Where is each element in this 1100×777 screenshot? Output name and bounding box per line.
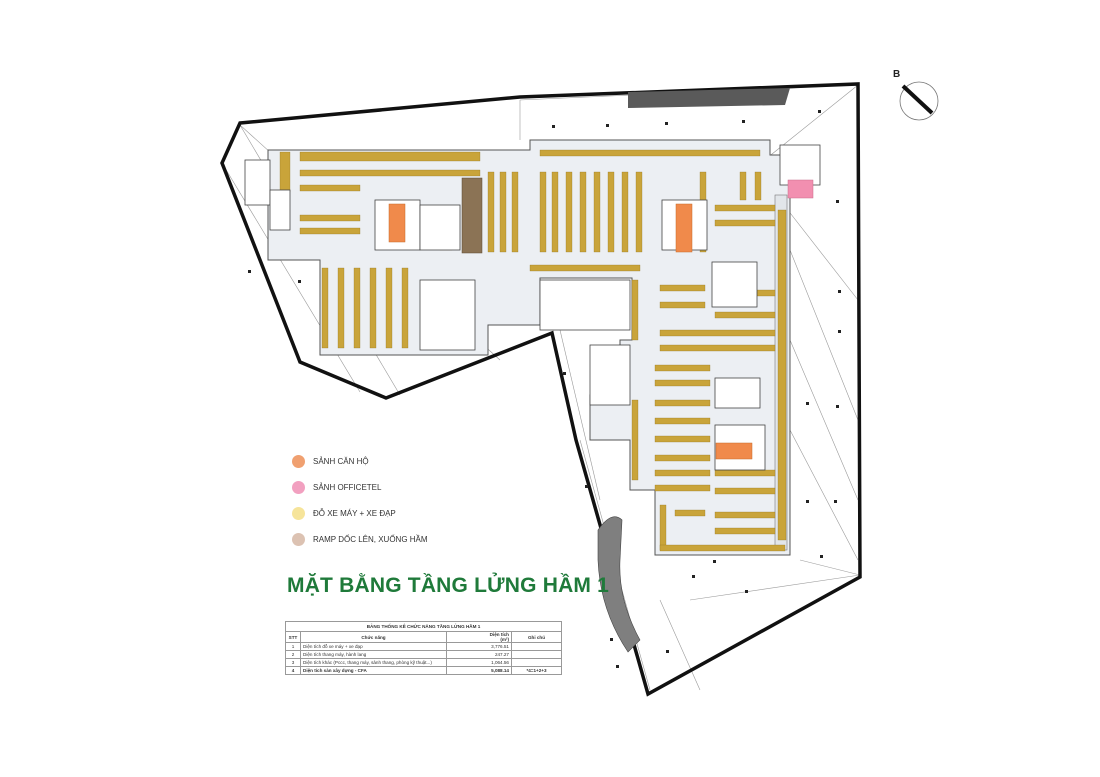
compass-label: B [893,69,901,80]
curved-ramp [597,516,641,653]
row-area: 1,064.56 [446,658,512,667]
legend-item-officetel-lobby: SẢNH OFFICETEL [292,478,492,496]
total-area: 5,088.14 [446,666,512,675]
header-area-unit: (m²) [500,637,509,642]
cores [244,144,821,471]
apartment-lobby-2 [675,203,693,253]
row-stt: 1 [285,642,301,651]
legend-label: ĐỖ XE MÁY + XE ĐẠP [313,508,396,518]
legend-item-apartment-lobby: SẢNH CĂN HỘ [292,452,492,470]
row-area: 247.27 [446,650,512,659]
legend-label: SẢNH OFFICETEL [313,482,382,492]
row-note [511,650,562,659]
legend-swatch-officetel-lobby [292,480,305,494]
legend: SẢNH CĂN HỘ SẢNH OFFICETEL ĐỖ XE MÁY + X… [292,452,492,556]
top-hatch [628,88,790,108]
plan-title: MẶT BẰNG TẦNG LỬNG HẦM 1 [287,574,610,597]
row-note [511,658,562,667]
total-function: Diện tích sàn xây dựng - CFA [300,666,447,675]
total-note: *4=1+2+3 [511,666,562,675]
apartment-lobby-3 [715,442,753,460]
header-area: Diện tích (m²) [446,631,512,643]
row-function: Diện tích thang máy, hành lang [300,650,447,659]
row-note [511,642,562,651]
legend-label: SẢNH CĂN HỘ [313,456,369,466]
table-row: 2 Diện tích thang máy, hành lang 247.27 [285,650,562,659]
header-note: Ghi chú [511,631,562,643]
row-function: Diện tích khác (Pccc, thang máy, sảnh th… [300,658,447,667]
header-area-label: Diện tích [489,632,509,638]
legend-item-motorbike-parking: ĐỖ XE MÁY + XE ĐẠP [292,504,492,522]
stats-table: BẢNG THỐNG KÊ CHỨC NĂNG TẦNG LỬNG HẦM 1 … [285,621,562,675]
ramp-strip [461,177,483,254]
columns [248,110,841,668]
total-stt: 4 [285,666,301,675]
row-stt: 2 [285,650,301,659]
parking-areas [279,149,787,552]
legend-swatch-motorbike-parking [292,506,305,520]
table-row: 3 Diện tích khác (Pccc, thang máy, sảnh … [285,658,562,667]
site-boundary [220,82,862,697]
row-stt: 3 [285,658,301,667]
legend-swatch-ramp [292,532,305,546]
table-total-row: 4 Diện tích sàn xây dựng - CFA 5,088.14 … [285,666,562,675]
header-function: Chức năng [300,631,447,643]
row-area: 3,776.51 [446,642,512,651]
apartment-lobby-1 [388,203,406,243]
row-function: Diện tích đỗ xe máy + xe đạp [300,642,447,651]
north-compass-icon [899,81,939,121]
table-row: 1 Diện tích đỗ xe máy + xe đạp 3,776.51 [285,642,562,651]
header-stt: STT [285,631,301,643]
stats-caption: BẢNG THỐNG KÊ CHỨC NĂNG TẦNG LỬNG HẦM 1 [285,621,562,632]
officetel-lobby [787,179,814,199]
legend-label: RAMP DỐC LÊN, XUỐNG HẦM [313,534,428,544]
legend-swatch-apartment-lobby [292,454,305,468]
legend-item-ramp: RAMP DỐC LÊN, XUỐNG HẦM [292,530,492,548]
